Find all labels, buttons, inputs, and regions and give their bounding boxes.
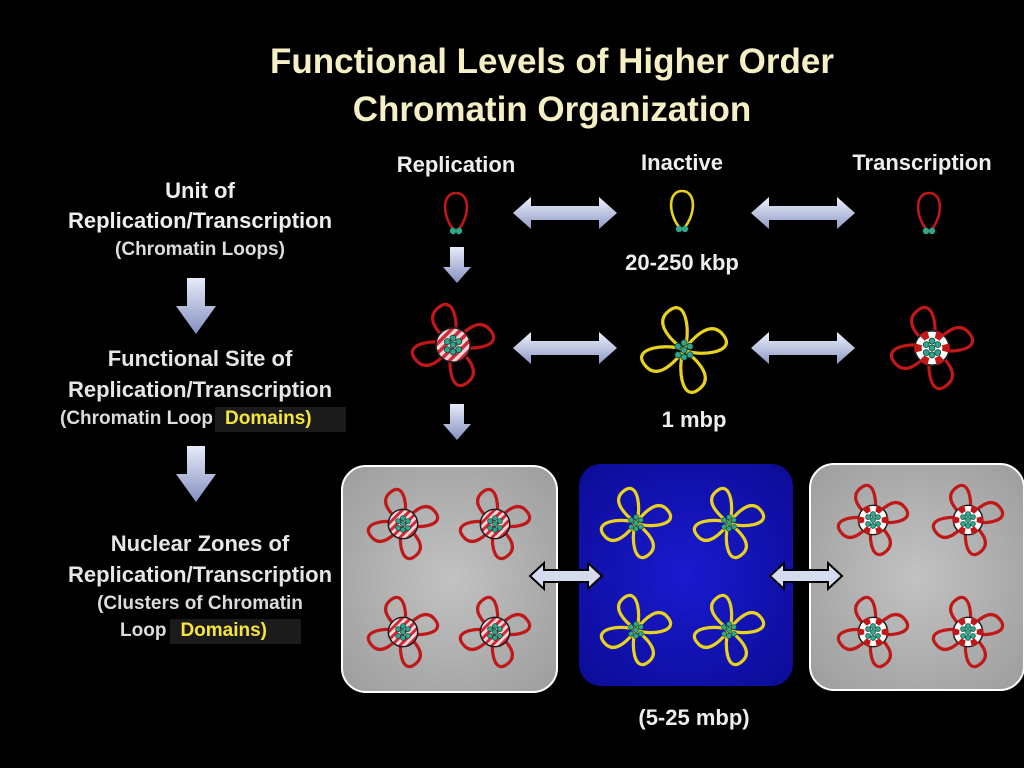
double-arrow-zone-left: [528, 560, 604, 592]
zone-inactive-domain: [692, 486, 766, 560]
level-3-line-1: Nuclear Zones of: [110, 531, 290, 556]
zone-replication-domain: [458, 595, 532, 669]
zone-replication-domain: [366, 595, 440, 669]
zone-inactive-domain: [599, 593, 673, 667]
zone-replication-domain: [458, 487, 532, 561]
level-1-line-2: Replication/Transcription: [67, 208, 333, 233]
down-arrow-replication-2: [443, 404, 471, 440]
level-3-label: Nuclear Zones of Replication/Transcripti…: [0, 528, 400, 644]
single-loop-transcription: [916, 191, 942, 235]
level-3-line-4-prefix: Loop: [120, 620, 167, 641]
level-2-line-2: Replication/Transcription: [67, 377, 333, 402]
domain-replication: [410, 302, 496, 388]
single-loop-inactive: [669, 189, 695, 233]
level-3-line-3: (Clusters of Chromatin: [97, 593, 303, 614]
column-header-transcription: Transcription: [852, 150, 992, 175]
double-arrow-inactive-transcription-1: [751, 197, 855, 229]
down-arrow-left-2: [176, 446, 216, 502]
zone-transcription-domain: [836, 483, 910, 557]
down-arrow-left-1: [176, 278, 216, 334]
level-2-label: Functional Site of Replication/Transcrip…: [0, 343, 400, 432]
zone-replication-domain: [366, 487, 440, 561]
column-header-inactive: Inactive: [641, 150, 723, 175]
level-3-highlight: Domains): [170, 619, 302, 644]
double-arrow-replication-inactive-2: [513, 332, 617, 364]
level-3-line-2: Replication/Transcription: [67, 562, 333, 587]
zone-inactive-domain: [599, 486, 673, 560]
column-header-replication: Replication: [396, 152, 516, 177]
zone-transcription-domain: [836, 595, 910, 669]
zone-panel-replication: [341, 465, 558, 693]
level-2-line-1: Functional Site of: [107, 346, 293, 371]
domain-inactive: [640, 306, 728, 394]
level-2-highlight: Domains): [215, 407, 346, 432]
zone-transcription-domain: [931, 595, 1005, 669]
size-label-zone: (5-25 mbp): [638, 705, 750, 730]
level-1-label: Unit of Replication/Transcription (Chrom…: [0, 176, 400, 263]
title-line-2: Chromatin Organization: [352, 90, 752, 129]
down-arrow-replication-1: [443, 247, 471, 283]
size-label-domain: 1 mbp: [661, 407, 727, 432]
zone-inactive-domain: [692, 593, 766, 667]
double-arrow-zone-right: [768, 560, 844, 592]
double-arrow-inactive-transcription-2: [751, 332, 855, 364]
domain-transcription: [889, 305, 975, 391]
level-1-line-3: (Chromatin Loops): [115, 239, 285, 260]
size-label-loop: 20-250 kbp: [625, 250, 739, 275]
zone-panel-inactive: [579, 464, 793, 686]
double-arrow-replication-inactive-1: [513, 197, 617, 229]
slide-title: Functional Levels of Higher Order Chroma…: [0, 38, 1024, 134]
level-2-line-3-prefix: (Chromatin Loop: [60, 408, 214, 429]
single-loop-replication: [443, 191, 469, 235]
zone-transcription-domain: [931, 483, 1005, 557]
title-line-1: Functional Levels of Higher Order: [270, 42, 834, 81]
level-1-line-1: Unit of: [165, 178, 235, 203]
